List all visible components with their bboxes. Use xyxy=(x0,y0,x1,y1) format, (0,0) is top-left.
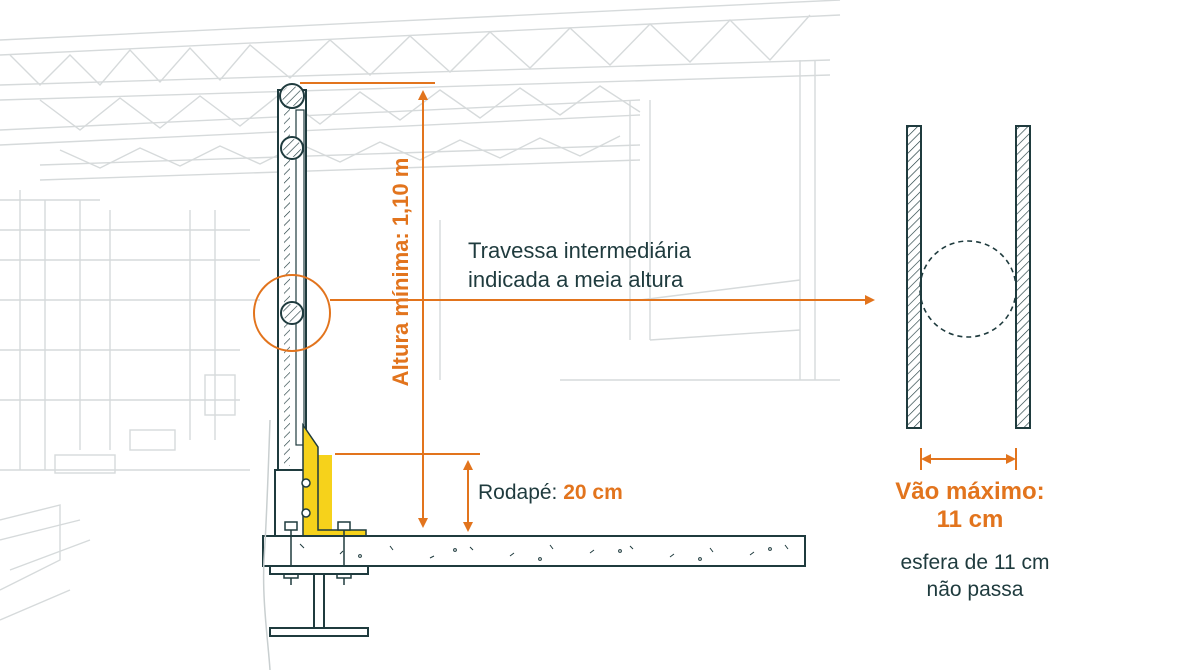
max-gap-label-line2: 11 cm xyxy=(936,506,1004,533)
upper-rail xyxy=(280,136,304,160)
intermediate-rail-label: Travessa intermediária indicada a meia a… xyxy=(468,236,691,294)
baluster-left xyxy=(906,125,922,429)
test-sphere xyxy=(919,240,1017,338)
toe-board-label: Rodapé: 20 cm xyxy=(478,481,623,505)
sphere-note: esfera de 11 cm não passa xyxy=(860,549,1090,603)
intermediate-rail-label-line2: indicada a meia altura xyxy=(468,267,684,292)
toe-board xyxy=(301,422,367,537)
wall-edge xyxy=(262,419,271,670)
height-label: Altura mínima: 1,10 m xyxy=(388,157,413,387)
toe-board-label-value: 20 cm xyxy=(563,481,623,504)
baluster-right xyxy=(1015,125,1031,429)
intermediate-rail-highlight xyxy=(253,274,331,352)
warehouse-background xyxy=(0,0,841,621)
top-rail xyxy=(279,83,305,109)
steel-i-beam xyxy=(269,565,369,637)
gap-dimension xyxy=(920,448,1017,470)
toe-board-dimension xyxy=(335,453,480,532)
toe-board-label-prefix: Rodapé: xyxy=(478,481,564,504)
sphere-note-line2: não passa xyxy=(926,578,1024,601)
intermediate-rail-label-line1: Travessa intermediária xyxy=(468,238,691,263)
max-gap-label-line1: Vão máximo: xyxy=(895,478,1045,505)
intermediate-rail xyxy=(280,301,304,325)
max-gap-label: Vão máximo: 11 cm xyxy=(860,478,1080,534)
sphere-note-line1: esfera de 11 cm xyxy=(900,551,1050,574)
floor-slab xyxy=(262,535,806,567)
